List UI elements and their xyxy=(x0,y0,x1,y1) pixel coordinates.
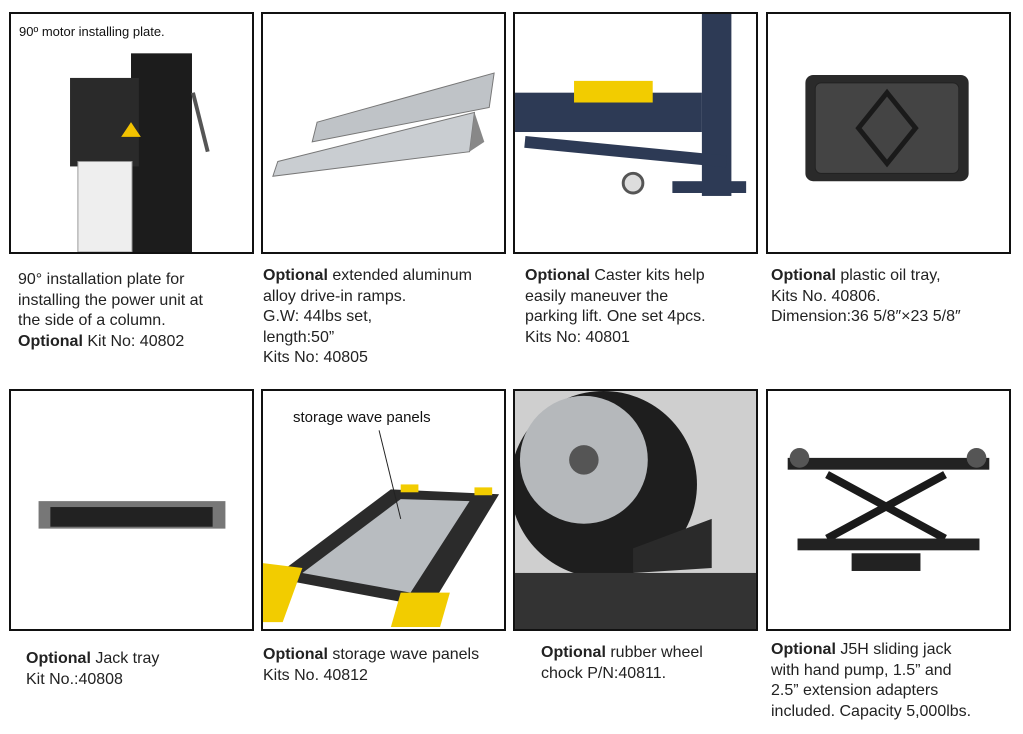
caption-line: with hand pump, 1.5” and xyxy=(771,661,952,679)
caption-line: J5H sliding jack xyxy=(835,641,952,658)
caption-caster: Optional Caster kits help easily maneuve… xyxy=(525,266,775,348)
optional-label: Optional xyxy=(525,267,590,284)
caption-wheel-chock: Optional rubber wheel chock P/N:40811. xyxy=(541,643,791,684)
caption-oil-tray: Optional plastic oil tray, Kits No. 4080… xyxy=(771,266,1021,328)
kit-number: Kits No. 40806. xyxy=(771,287,881,305)
jack-tray-image xyxy=(9,389,254,631)
optional-label: Optional xyxy=(771,641,836,658)
caption-line: easily maneuver the xyxy=(525,287,669,305)
caption-line: alloy drive-in ramps. xyxy=(263,287,407,305)
caption-line: 90° installation plate for xyxy=(18,271,185,288)
caption-line: Dimension:36 5/8″×23 5/8″ xyxy=(771,308,961,325)
oil-tray-image xyxy=(766,12,1011,254)
optional-label: Optional xyxy=(263,646,328,663)
optional-label: Optional xyxy=(26,650,91,667)
caption-line: the side of a column. xyxy=(18,312,166,329)
kit-number: Kit No.:40808 xyxy=(26,670,123,688)
sliding-jack-image xyxy=(766,389,1011,631)
caption-ramps: Optional extended aluminum alloy drive-i… xyxy=(263,266,513,369)
optional-label: Optional xyxy=(263,267,328,284)
caption-line: extended aluminum xyxy=(327,267,472,284)
caption-line: included. Capacity 5,000lbs. xyxy=(771,702,972,720)
caption-line: 2.5” extension adapters xyxy=(771,682,939,699)
ramps-image xyxy=(261,12,506,254)
motor-plate-image: 90º motor installing plate. xyxy=(9,12,254,254)
wave-panels-image: storage wave panels xyxy=(261,389,506,631)
kit-number: chock P/N:40811. xyxy=(541,664,667,682)
caster-kit-image xyxy=(513,12,758,254)
optional-label: Optional xyxy=(771,267,836,284)
caption-motor-plate: 90° installation plate for installing th… xyxy=(18,270,268,352)
kit-number: Kit No: 40802 xyxy=(82,332,185,350)
caption-line: Caster kits help xyxy=(589,267,705,284)
caption-line: storage wave panels xyxy=(327,646,480,663)
caption-line: parking lift. One set 4pcs. xyxy=(525,308,706,325)
caption-line: plastic oil tray, xyxy=(835,267,941,284)
caption-sliding-jack: Optional J5H sliding jack with hand pump… xyxy=(771,640,1021,722)
caption-line: rubber wheel xyxy=(605,644,703,661)
optional-label: Optional xyxy=(18,332,83,350)
kit-number: Kits No: 40801 xyxy=(525,328,630,346)
caption-line: Jack tray xyxy=(90,650,160,667)
caption-line: length:50” xyxy=(263,328,335,346)
caption-wave-panels: Optional storage wave panels Kits No. 40… xyxy=(263,645,513,686)
optional-label: Optional xyxy=(541,644,606,661)
kit-number: Kits No. 40812 xyxy=(263,666,368,684)
caption-line: installing the power unit at xyxy=(18,291,203,309)
caption-line: G.W: 44lbs set, xyxy=(263,308,373,325)
kit-number: Kits No: 40805 xyxy=(263,349,368,366)
wheel-chock-image xyxy=(513,389,758,631)
image-label: storage wave panels xyxy=(293,409,431,426)
caption-jack-tray: Optional Jack tray Kit No.:40808 xyxy=(26,649,276,690)
image-label: 90º motor installing plate. xyxy=(19,24,165,39)
